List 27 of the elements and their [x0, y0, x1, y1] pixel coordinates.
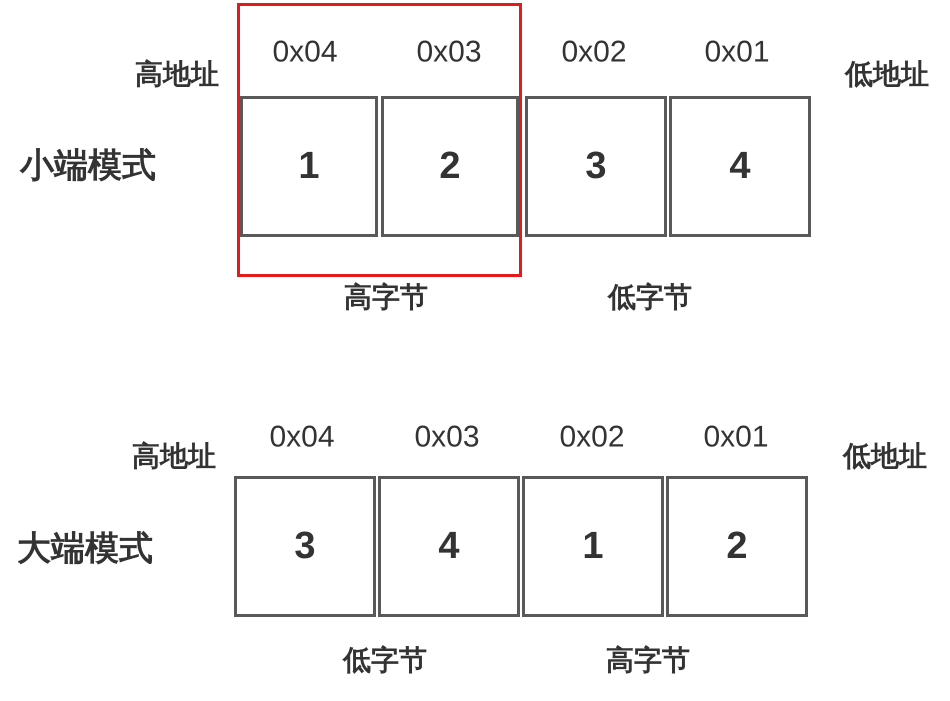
memory-cell: 1 [240, 96, 378, 237]
memory-cell: 2 [381, 96, 519, 237]
byte-group-label: 高字节 [344, 282, 428, 314]
address-label: 0x03 [414, 420, 480, 454]
byte-group-label: 高字节 [606, 646, 690, 676]
highlight-box [237, 3, 522, 277]
memory-cell: 4 [378, 476, 520, 617]
memory-cell: 3 [525, 96, 667, 237]
address-end-label: 高地址 [132, 442, 216, 472]
row-title: 大端模式 [17, 530, 153, 568]
address-label: 0x01 [703, 420, 769, 454]
memory-cell: 4 [669, 96, 811, 237]
address-end-label: 高地址 [135, 60, 219, 90]
address-end-label: 低地址 [845, 60, 929, 90]
address-label: 0x01 [704, 36, 770, 68]
row-title: 小端模式 [20, 147, 156, 185]
address-label: 0x02 [559, 420, 625, 454]
address-label: 0x02 [561, 36, 627, 68]
memory-cell: 3 [234, 476, 376, 617]
address-label: 0x04 [272, 36, 338, 68]
address-label: 0x04 [269, 420, 335, 454]
address-end-label: 低地址 [843, 442, 927, 472]
address-label: 0x03 [416, 36, 482, 68]
byte-group-label: 低字节 [343, 646, 427, 676]
memory-cell: 1 [522, 476, 664, 617]
memory-cell: 2 [666, 476, 808, 617]
byte-group-label: 低字节 [608, 282, 692, 314]
